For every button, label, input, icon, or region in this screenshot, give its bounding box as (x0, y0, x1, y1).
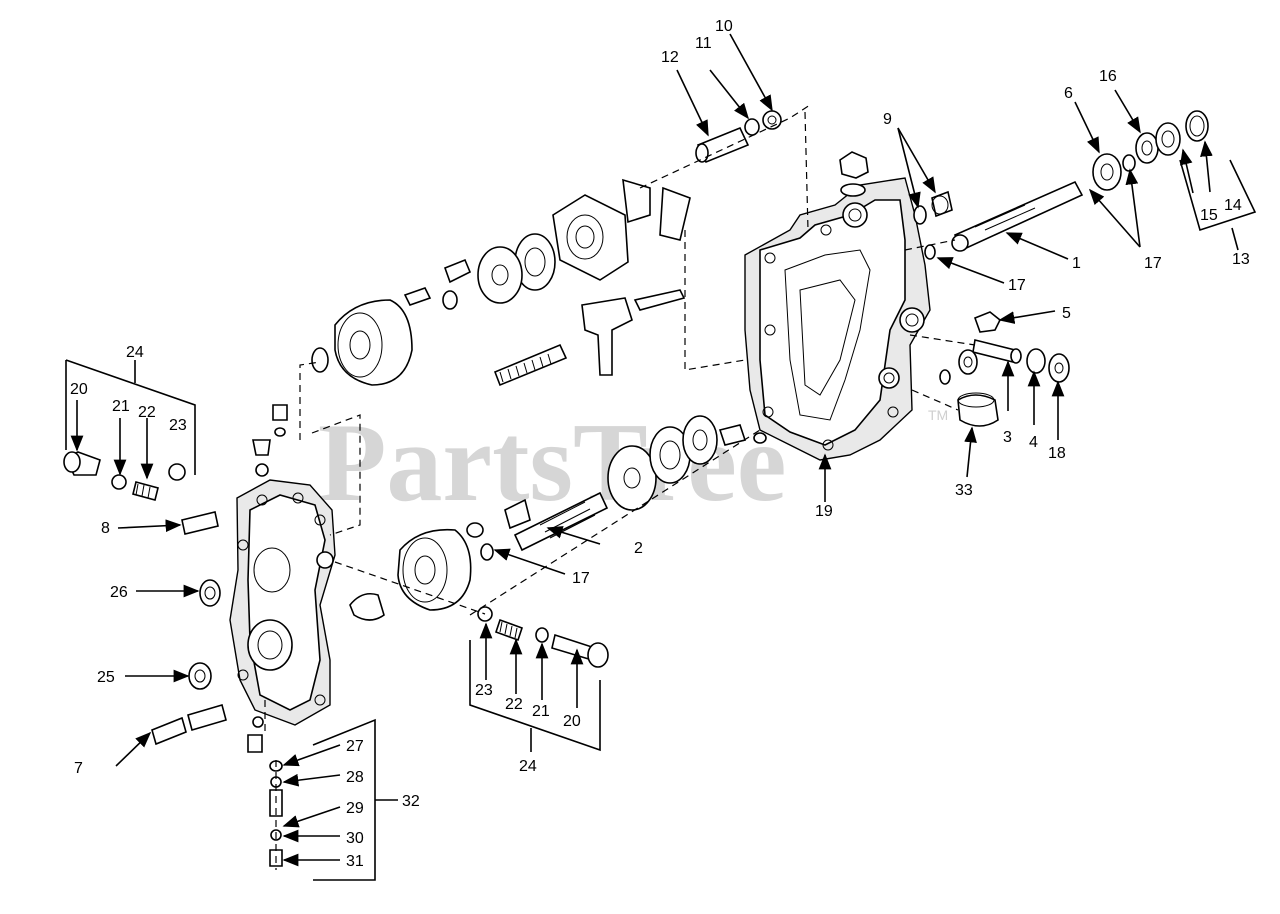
callout-17-right: 17 (1144, 255, 1162, 272)
callout-20-right: 20 (563, 713, 581, 730)
callout-3: 3 (1003, 429, 1012, 446)
callout-8: 8 (101, 520, 110, 537)
callout-24-left: 24 (126, 344, 144, 361)
callout-1: 1 (1072, 255, 1081, 272)
shaft-bearings (1092, 110, 1209, 191)
check-valve-left (63, 451, 186, 501)
end-cap-fittings (151, 511, 227, 746)
lower-bearings (607, 415, 767, 511)
callout-31: 31 (346, 853, 364, 870)
callout-30: 30 (346, 830, 364, 847)
callout-7: 7 (74, 760, 83, 777)
callout-2: 2 (634, 540, 643, 557)
callout-23-left: 23 (169, 417, 187, 434)
callout-23-right: 23 (475, 682, 493, 699)
callout-11: 11 (695, 35, 712, 52)
watermark-text: PartsTree (318, 401, 787, 525)
callout-6: 6 (1064, 85, 1073, 102)
callout-24-right: 24 (519, 758, 537, 775)
callout-28: 28 (346, 769, 364, 786)
callout-32: 32 (402, 793, 420, 810)
callout-21-right: 21 (532, 703, 550, 720)
callout-19: 19 (815, 503, 833, 520)
callout-4: 4 (1029, 434, 1038, 451)
callout-25: 25 (97, 669, 115, 686)
trunnion-bracket (493, 289, 686, 387)
end-cap (229, 479, 336, 726)
callout-18: 18 (1048, 445, 1066, 462)
cap (957, 392, 999, 427)
check-valve-right (477, 606, 609, 668)
callout-9: 9 (883, 111, 892, 128)
callout-15: 15 (1200, 207, 1218, 224)
callout-21-left: 21 (112, 398, 130, 415)
callout-33: 33 (955, 482, 973, 499)
callout-20-left: 20 (70, 381, 88, 398)
callout-13: 13 (1232, 251, 1250, 268)
callout-22-left: 22 (138, 404, 156, 421)
callout-5: 5 (1062, 305, 1071, 322)
lower-shaft (466, 491, 609, 561)
callout-12: 12 (661, 49, 679, 66)
callout-16: 16 (1099, 68, 1117, 85)
input-shaft (951, 180, 1084, 252)
assembly-centerlines (264, 104, 976, 870)
callout-17-top: 17 (1008, 277, 1026, 294)
group-brackets (65, 159, 1257, 881)
main-housing (744, 151, 931, 461)
callout-22-right: 22 (505, 696, 523, 713)
callout-17-lower: 17 (572, 570, 590, 587)
end-cap-plugs (247, 404, 288, 753)
callout-10: 10 (715, 18, 733, 35)
callout-26: 26 (110, 584, 128, 601)
callout-27: 27 (346, 738, 364, 755)
callout-29: 29 (346, 800, 364, 817)
upper-cylinder-block (311, 287, 432, 386)
watermark-trademark: TM (928, 407, 948, 423)
callout-labels: 1 2 3 4 5 6 7 8 9 10 11 12 13 14 15 16 1… (70, 18, 1250, 870)
top-plunger-parts (695, 110, 782, 164)
callout-14: 14 (1224, 197, 1242, 214)
control-shaft-parts (939, 311, 1070, 385)
swashplate-assembly (442, 178, 691, 310)
lower-cylinder-block (349, 528, 472, 621)
callout-arrows (70, 33, 1213, 867)
